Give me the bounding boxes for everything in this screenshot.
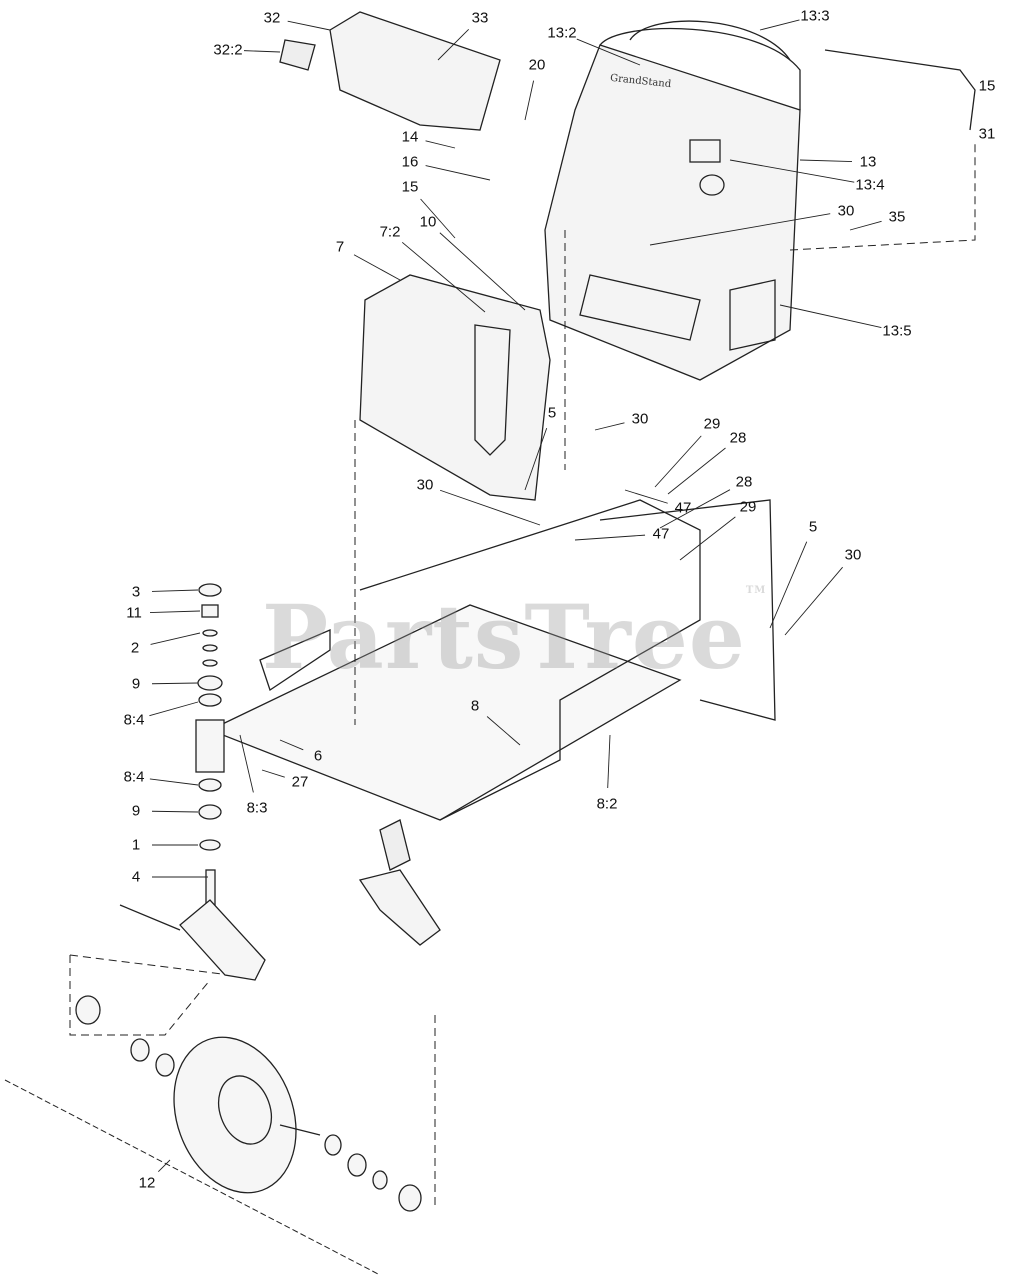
callout-47[interactable]: 47 [674,499,692,517]
callout-7[interactable]: 7 [335,238,345,256]
callout-31[interactable]: 31 [978,125,996,143]
leader-line [151,682,199,685]
callout-35[interactable]: 35 [888,208,906,226]
callout-27[interactable]: 27 [291,773,309,791]
callout-30[interactable]: 30 [631,410,649,428]
leader-line [594,422,625,431]
callout-2[interactable]: 2 [130,639,140,657]
callout-8-2[interactable]: 8:2 [596,795,618,813]
leader-line [649,213,831,246]
callout-20[interactable]: 20 [528,56,546,74]
callout-8-4[interactable]: 8:4 [123,711,145,729]
watermark: PartsTreeTM [262,585,766,689]
leader-line [437,28,470,61]
callout-3[interactable]: 3 [131,583,141,601]
watermark-tm: TM [745,585,767,596]
leader-line [401,241,486,313]
callout-11[interactable]: 11 [126,604,142,622]
leader-line [420,198,456,239]
leader-line [849,220,882,231]
control-console [544,20,801,381]
cover-7 [359,274,551,501]
frame-8 [208,499,776,946]
leader-line [524,427,548,491]
leader-line [769,541,808,629]
leader-line [151,589,199,592]
callout-8[interactable]: 8 [470,697,480,715]
callout-15[interactable]: 15 [401,178,419,196]
callout-13[interactable]: 13 [859,153,877,171]
callout-9[interactable]: 9 [131,675,141,693]
leader-line [287,20,331,31]
leader-line [439,489,541,526]
leader-line [279,739,304,751]
leader-line [149,701,199,717]
callout-15[interactable]: 15 [978,77,996,95]
callout-33[interactable]: 33 [471,9,489,27]
callout-8-3[interactable]: 8:3 [246,799,268,817]
callout-13-3[interactable]: 13:3 [800,7,830,25]
callout-12[interactable]: 12 [138,1174,156,1192]
leader-line [261,769,285,778]
callout-13-5[interactable]: 13:5 [882,322,912,340]
leader-line [607,734,611,789]
leader-line [679,516,736,561]
leader-line [799,159,853,162]
leader-line [425,165,491,181]
callout-29[interactable]: 29 [703,415,721,433]
callout-28[interactable]: 28 [729,429,747,447]
callout-7-2[interactable]: 7:2 [379,223,401,241]
leader-line [243,50,281,53]
callout-28[interactable]: 28 [735,473,753,491]
leader-line [149,610,201,613]
leader-line [150,632,201,645]
callout-30[interactable]: 30 [844,546,862,564]
callout-30[interactable]: 30 [837,202,855,220]
leader-line [759,19,800,31]
leader-line [654,435,702,488]
caster-assembly [119,583,266,981]
callout-1[interactable]: 1 [131,836,141,854]
callout-13-2[interactable]: 13:2 [547,24,577,42]
leader-line [157,1159,171,1173]
leader-line [729,159,855,183]
callout-47[interactable]: 47 [652,525,670,543]
leader-line [574,534,646,541]
leader-line [353,254,401,281]
leader-line [576,38,641,66]
leader-line [667,447,726,495]
leader-line [425,140,456,149]
leader-line [151,810,199,813]
callout-29[interactable]: 29 [739,498,757,516]
callout-32[interactable]: 32 [263,9,281,27]
leader-line [149,778,199,786]
watermark-text: PartsTree [262,585,746,689]
leader-line [524,80,535,121]
callout-32-2[interactable]: 32:2 [213,41,243,59]
leader-line [659,489,731,529]
callout-4[interactable]: 4 [131,868,141,886]
callout-30[interactable]: 30 [416,476,434,494]
leader-line [784,566,843,636]
callout-5[interactable]: 5 [808,518,818,536]
callout-13-4[interactable]: 13:4 [855,176,885,194]
leader-line [779,304,882,328]
callout-9[interactable]: 9 [131,802,141,820]
leader-line [624,489,668,504]
callout-16[interactable]: 16 [401,153,419,171]
leader-line [239,734,254,793]
cover-32 [329,11,501,131]
callout-8-4[interactable]: 8:4 [123,768,145,786]
leader-line [486,716,521,746]
callout-6[interactable]: 6 [313,747,323,765]
callout-10[interactable]: 10 [419,213,437,231]
callout-5[interactable]: 5 [547,404,557,422]
callout-14[interactable]: 14 [401,128,419,146]
leader-line [439,232,526,311]
wheel-12 [75,995,422,1212]
